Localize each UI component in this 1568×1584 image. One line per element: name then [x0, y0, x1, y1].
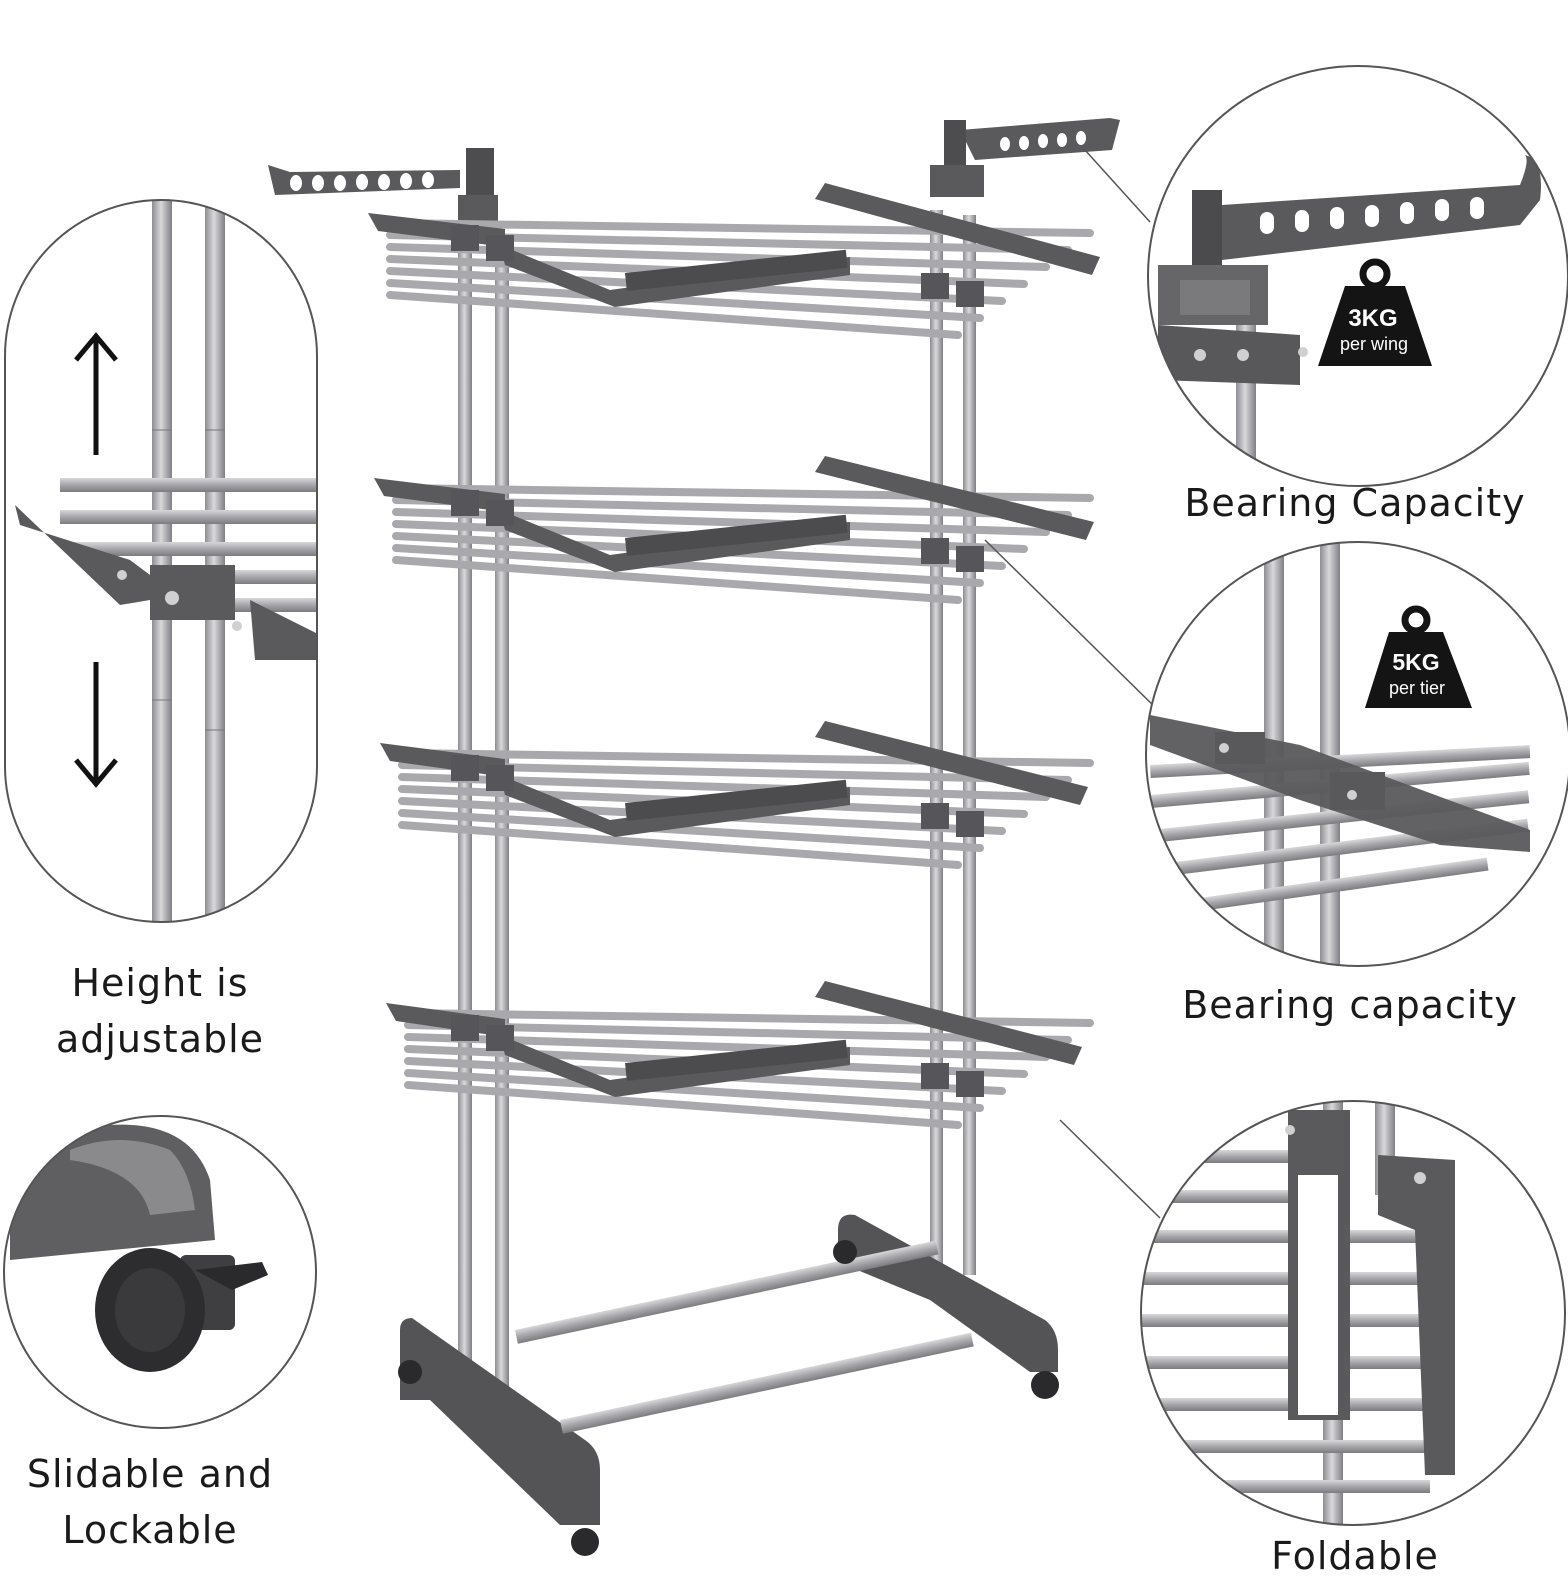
- weight-icon: 3KG per wing: [1318, 258, 1432, 366]
- wheels-caption-line2: Lockable: [62, 1508, 238, 1552]
- wing-weight-value: 3KG: [1348, 305, 1397, 332]
- weight-icon: 5KG per tier: [1365, 605, 1472, 708]
- callout-lines: [984, 149, 1161, 1219]
- tier-capacity-label: Bearing capacity: [1182, 983, 1518, 1027]
- hanger-wing-right: [930, 118, 1120, 197]
- rack-tier: [380, 721, 1094, 869]
- arrow-up-icon: [74, 332, 118, 455]
- tier-capacity-callout: 5KG per tier: [1145, 541, 1568, 967]
- wing-weight-unit: per wing: [1340, 334, 1408, 354]
- foldable-label: Foldable: [1271, 1534, 1439, 1578]
- height-caption-line2: adjustable: [55, 1017, 265, 1061]
- wheels-caption-line1: Slidable and: [26, 1452, 274, 1496]
- height-adjustable-caption: Height is adjustable: [0, 955, 320, 1067]
- arrow-down-icon: [74, 662, 118, 788]
- wing-capacity-label: Bearing Capacity: [1184, 481, 1526, 525]
- rack-tier: [374, 456, 1094, 604]
- rack-base: [398, 1214, 1059, 1556]
- wing-capacity-caption: Bearing Capacity: [1160, 475, 1550, 531]
- tier-weight-value: 5KG: [1392, 649, 1439, 675]
- height-caption-line1: Height is: [71, 961, 249, 1005]
- rack-tiers: [368, 183, 1100, 1129]
- wheel-callout: [3, 1115, 317, 1429]
- foldable-callout: [1140, 1100, 1566, 1526]
- tier-weight-unit: per tier: [1389, 678, 1445, 698]
- rack-tier: [368, 183, 1100, 339]
- foldable-caption: Foldable: [1210, 1528, 1500, 1584]
- tier-capacity-caption: Bearing capacity: [1160, 977, 1540, 1033]
- rack-tier: [386, 981, 1094, 1129]
- hanger-wing-left: [268, 148, 498, 225]
- height-adjust-callout: [4, 199, 318, 923]
- wheels-caption: Slidable and Lockable: [0, 1446, 300, 1558]
- drying-rack: [268, 118, 1120, 1556]
- wing-capacity-callout: 3KG per wing: [1147, 65, 1568, 487]
